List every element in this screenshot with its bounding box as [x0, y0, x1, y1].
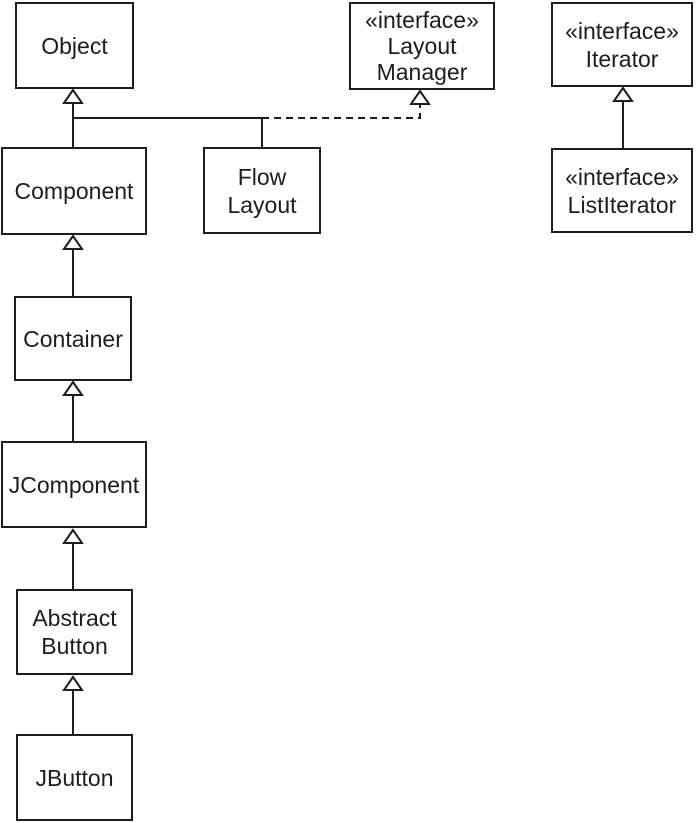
- class-box-jbutton: JButton: [16, 734, 133, 821]
- class-name-label: ListIterator: [567, 191, 677, 218]
- stereotype-label: «interface»: [565, 163, 679, 190]
- class-name-label: Abstract: [32, 605, 117, 631]
- class-name-label: Iterator: [585, 45, 659, 72]
- hollow-triangle-arrowhead: [62, 675, 84, 691]
- class-box-container: Container: [14, 296, 132, 381]
- class-name-label: Component: [14, 178, 134, 204]
- realization-dashed-line: [262, 104, 421, 119]
- hollow-triangle-arrowhead: [62, 234, 84, 250]
- interface-box-list-iterator: «interface» ListIterator: [551, 148, 693, 233]
- hollow-triangle-arrowhead: [612, 86, 634, 102]
- class-name-label: Layout: [227, 191, 297, 218]
- class-name-label: Container: [23, 325, 123, 352]
- class-name-label: JButton: [35, 764, 114, 791]
- hollow-triangle-arrowhead: [62, 528, 84, 544]
- class-box-abstract-button: Abstract Button: [16, 589, 133, 675]
- class-name-label: JComponent: [8, 471, 140, 498]
- class-box-object: Object: [15, 2, 134, 89]
- generalization-branch-line: [73, 117, 263, 147]
- interface-box-iterator: «interface» Iterator: [551, 2, 693, 87]
- hollow-triangle-arrowhead: [409, 89, 431, 105]
- hollow-triangle-arrowhead: [62, 380, 84, 396]
- stereotype-label: «interface»: [565, 17, 679, 44]
- interface-box-layout-manager: «interface» Layout Manager: [349, 2, 495, 90]
- class-box-jcomponent: JComponent: [1, 441, 147, 528]
- class-name-label: Button: [41, 633, 108, 659]
- class-name-label: Flow: [237, 163, 287, 190]
- stereotype-label: «interface»: [365, 7, 479, 33]
- hollow-triangle-arrowhead: [62, 88, 84, 104]
- class-name-label: Object: [41, 32, 108, 59]
- class-box-component: Component: [1, 147, 147, 235]
- class-name-label: Manager: [376, 59, 468, 85]
- class-box-flow-layout: Flow Layout: [203, 147, 321, 234]
- class-name-label: Layout: [387, 33, 457, 59]
